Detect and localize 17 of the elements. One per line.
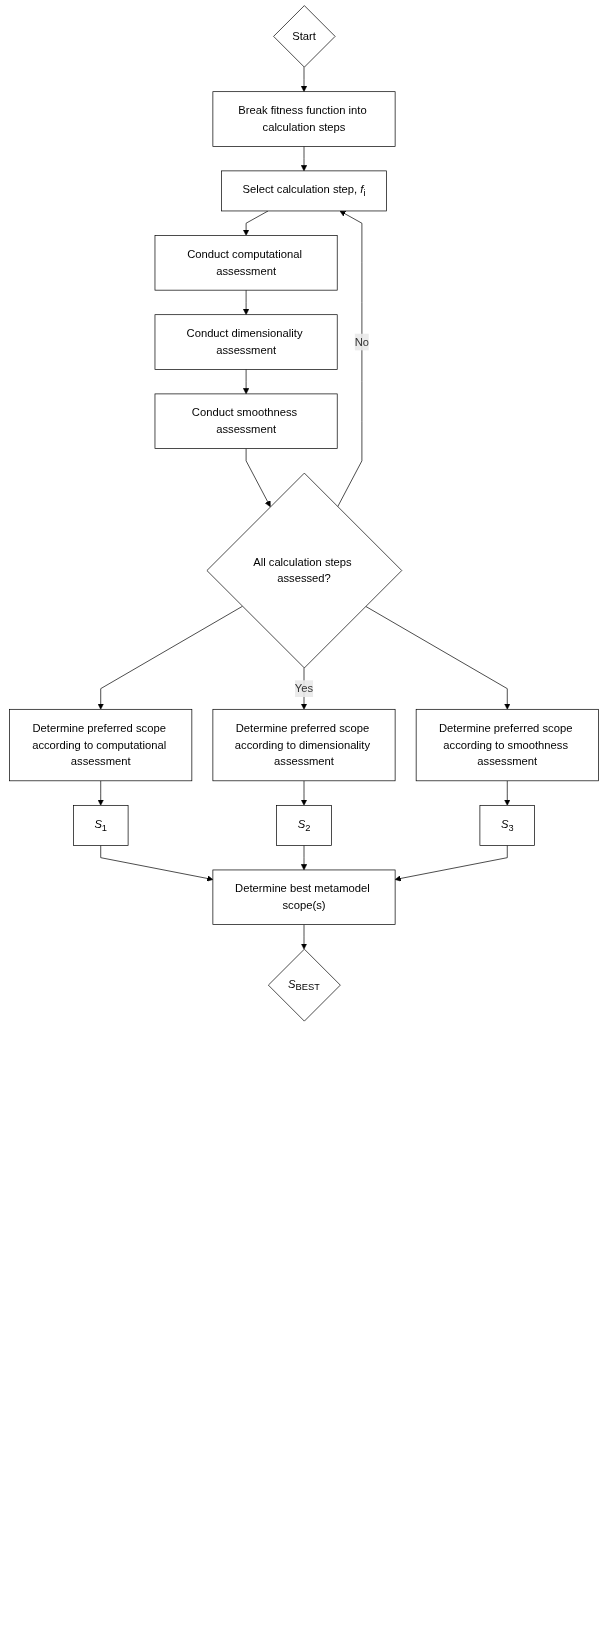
- node-box: Conduct dimensionality assessment: [154, 314, 338, 370]
- node-box: Determine preferred scope according to computational assessment: [9, 708, 193, 782]
- node-box: Conduct smoothness assessment: [154, 393, 338, 449]
- node-box: S$_{3}$: [479, 805, 535, 846]
- node-box: Select calculation step, f$_{i}$: [221, 170, 387, 212]
- node-box: Determine best metamodel scope(s): [212, 869, 396, 925]
- edge-label: Yes: [294, 682, 314, 695]
- node-box: Conduct computational assessment: [154, 235, 338, 291]
- node-box: Determine preferred scope according to smoothness assessment: [415, 708, 599, 782]
- node-box: S$_{2}$: [276, 805, 332, 846]
- node-diamond: S$_{BEST}$: [268, 948, 341, 1022]
- node-diamond: All calculation steps assessed?: [206, 472, 403, 669]
- node-diamond: Start: [273, 5, 336, 68]
- node-box: Break fitness function into calculation steps: [212, 91, 396, 147]
- edge-label: No: [354, 335, 370, 348]
- node-box: Determine preferred scope according to dimensionality assessment: [212, 708, 396, 782]
- node-box: S$_{1}$: [73, 805, 129, 846]
